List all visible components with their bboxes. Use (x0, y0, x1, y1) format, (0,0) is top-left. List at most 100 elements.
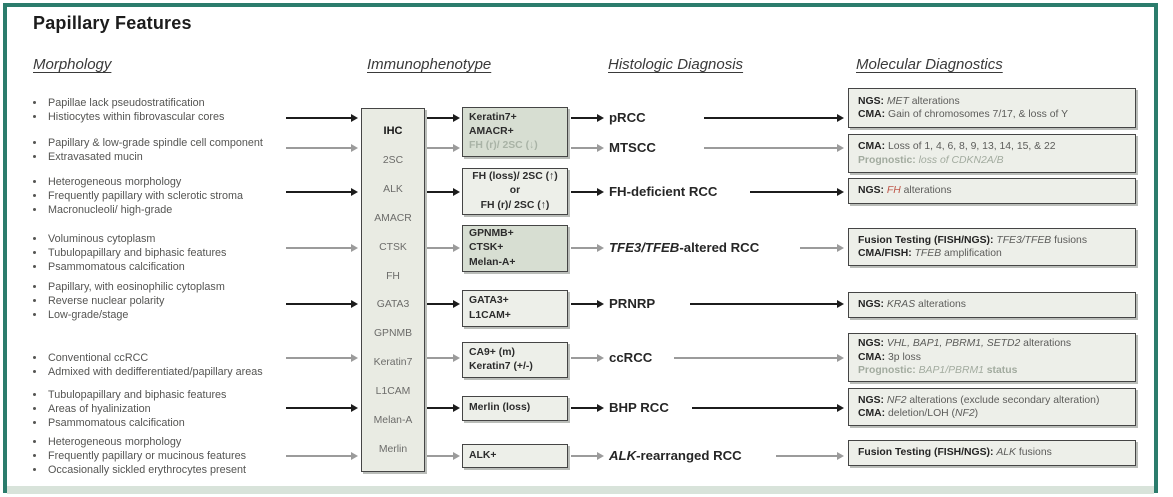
arrow-ihc-to-immunophenotype (427, 114, 460, 123)
arrow-shaft (286, 247, 351, 249)
arrowhead-icon (597, 452, 604, 460)
arrowhead-icon (837, 114, 844, 122)
molecular-line: Fusion Testing (FISH/NGS): ALK fusions (858, 446, 1126, 459)
morphology-bullet: Areas of hyalinization (46, 402, 303, 416)
immunophenotype-line: Melan-A+ (469, 256, 516, 268)
arrowhead-icon (837, 452, 844, 460)
morphology-bullet: Voluminous cytoplasm (46, 232, 303, 246)
arrow-diagnosis-to-molecular (690, 300, 844, 309)
morphology-bullet: Psammomatous calcification (46, 260, 303, 274)
molecular-text: BAP1/PBRM1 (918, 365, 984, 377)
arrowhead-icon (351, 144, 358, 152)
arrow-shaft (286, 357, 351, 359)
arrowhead-icon (597, 114, 604, 122)
arrow-ihc-to-immunophenotype (427, 300, 460, 309)
diagnosis-label: FH-deficient RCC (609, 184, 717, 199)
immunophenotype-line: CA9+ (m) (469, 346, 515, 358)
morphology-bullet-list: Heterogeneous morphologyFrequently papil… (33, 435, 303, 477)
molecular-box: Fusion Testing (FISH/NGS): TFE3/TFEB fus… (848, 228, 1136, 266)
arrowhead-icon (351, 452, 358, 460)
molecular-text: alterations (908, 95, 960, 107)
column-header-histologic: Histologic Diagnosis (608, 56, 744, 73)
molecular-text: alterations (exclude secondary alteratio… (906, 394, 1100, 406)
immunophenotype-line: L1CAM+ (469, 309, 511, 321)
immunophenotype-line: Merlin (loss) (469, 402, 531, 414)
immunophenotype-line: CTSK+ (469, 242, 504, 254)
morphology-bullet: Conventional ccRCC (46, 351, 303, 365)
arrow-immunophenotype-to-diagnosis (571, 188, 604, 197)
morphology-bullet: Frequently papillary with sclerotic stro… (46, 189, 303, 203)
molecular-text: alterations (1020, 338, 1072, 350)
morphology-bullet: Tubulopapillary and biphasic features (46, 246, 303, 260)
arrow-shaft (571, 117, 597, 119)
molecular-text: CMA: (858, 351, 886, 363)
arrow-shaft (427, 303, 453, 305)
morphology-bullet: Frequently papillary or mucinous feature… (46, 449, 303, 463)
immunophenotype-line: FH (r)/ 2SC (↑) (480, 199, 550, 211)
morphology-bullet: Extravasated mucin (46, 150, 303, 164)
molecular-text: 3p loss (885, 351, 921, 363)
diagnosis-text: pRCC (609, 110, 646, 125)
arrow-immunophenotype-to-diagnosis (571, 144, 604, 153)
morphology-bullet-list: Papillary, with eosinophilic cytoplasmRe… (33, 280, 303, 322)
molecular-text: Loss of 1, 4, 6, 8, 9, 13, 14, 15, & 22 (885, 141, 1056, 153)
arrowhead-icon (597, 404, 604, 412)
diagnosis-label: MTSCC (609, 140, 656, 155)
immunophenotype-line: or (509, 185, 521, 197)
arrowhead-icon (351, 114, 358, 122)
molecular-text: Prognostic: (858, 154, 916, 166)
arrow-shaft (427, 147, 453, 149)
arrow-shaft (571, 247, 597, 249)
diagnosis-text: BHP RCC (609, 400, 669, 415)
morphology-bullet: Heterogeneous morphology (46, 175, 303, 189)
morphology-bullet: Macronucleoli/ high-grade (46, 203, 303, 217)
arrow-morphology-to-ihc (286, 452, 358, 461)
immunophenotype-line: Keratin7+ (469, 111, 517, 123)
arrowhead-icon (837, 354, 844, 362)
ihc-marker-label: GPNMB (373, 328, 413, 340)
arrowhead-icon (351, 188, 358, 196)
immunophenotype-line: Keratin7 (+/-) (469, 361, 533, 372)
diagnosis-label: pRCC (609, 110, 646, 125)
arrowhead-icon (597, 188, 604, 196)
molecular-text: deletion/LOH ( (885, 408, 956, 419)
arrow-shaft (571, 455, 597, 457)
arrow-diagnosis-to-molecular (674, 354, 844, 363)
arrow-diagnosis-to-molecular (800, 244, 844, 253)
molecular-text: NGS: (858, 299, 884, 311)
morphology-bullet-list: Voluminous cytoplasmTubulopapillary and … (33, 232, 303, 274)
arrow-diagnosis-to-molecular (750, 188, 844, 197)
arrow-immunophenotype-to-diagnosis (571, 452, 604, 461)
arrowhead-icon (837, 144, 844, 152)
diagnosis-label: TFE3/TFEB-altered RCC (609, 240, 759, 255)
diagnosis-label: PRNRP (609, 296, 655, 311)
ihc-marker-label: 2SC (382, 154, 404, 166)
molecular-box: NGS: NF2 alterations (exclude secondary … (848, 388, 1136, 426)
molecular-text: NF2 (886, 394, 907, 406)
arrow-shaft (427, 455, 453, 457)
morphology-group: Papillary, with eosinophilic cytoplasmRe… (33, 280, 303, 322)
arrow-shaft (674, 357, 837, 359)
molecular-text: loss of CDKN2A/B (918, 154, 1004, 166)
arrow-morphology-to-ihc (286, 300, 358, 309)
arrow-morphology-to-ihc (286, 354, 358, 363)
arrow-shaft (776, 455, 837, 457)
arrow-shaft (286, 455, 351, 457)
ihc-marker-label: FH (386, 270, 400, 282)
morphology-bullet: Tubulopapillary and biphasic features (46, 388, 303, 402)
arrow-morphology-to-ihc (286, 188, 358, 197)
page-title: Papillary Features (33, 13, 192, 33)
arrow-ihc-to-immunophenotype (427, 144, 460, 153)
molecular-line: CMA: Loss of 1, 4, 6, 8, 9, 13, 14, 15, … (858, 140, 1126, 153)
arrow-morphology-to-ihc (286, 114, 358, 123)
morphology-group: Heterogeneous morphologyFrequently papil… (33, 175, 303, 217)
ihc-marker-label: GATA3 (376, 299, 410, 311)
molecular-text: NF2 (955, 408, 975, 419)
arrow-shaft (286, 303, 351, 305)
arrow-morphology-to-ihc (286, 144, 358, 153)
molecular-line: Fusion Testing (FISH/NGS): TFE3/TFEB fus… (858, 234, 1126, 247)
arrow-ihc-to-immunophenotype (427, 354, 460, 363)
molecular-line: NGS: MET alterations (858, 95, 1126, 108)
arrowhead-icon (351, 404, 358, 412)
